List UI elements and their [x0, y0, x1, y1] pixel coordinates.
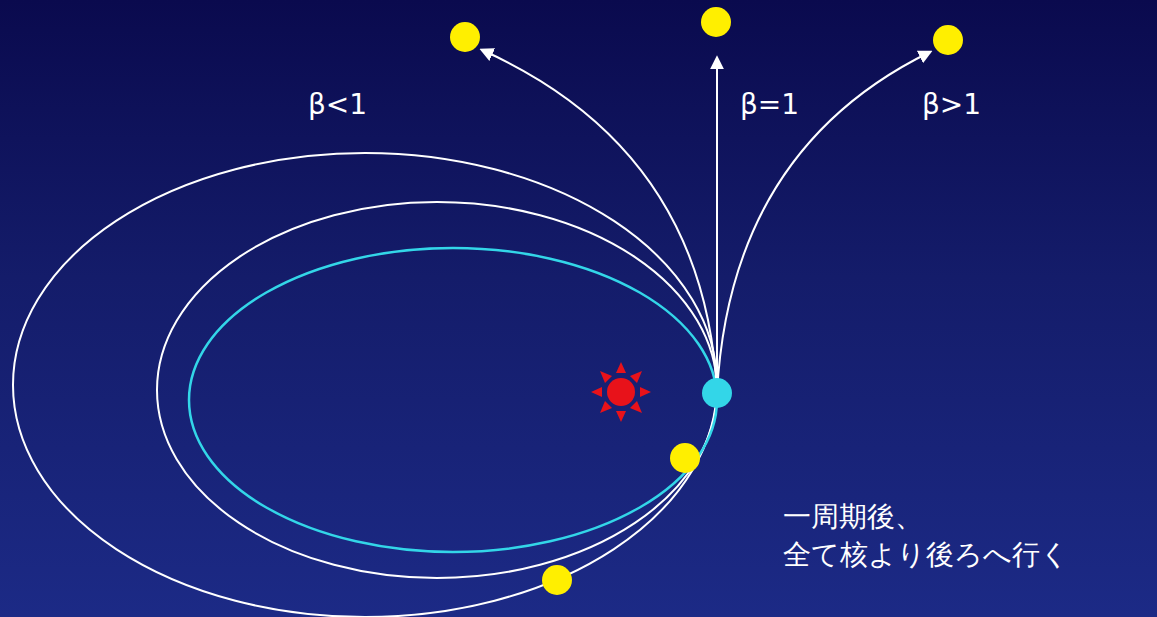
beta-label: β<1 — [308, 86, 367, 124]
sun-symbol — [591, 362, 651, 422]
trajectory-arrow — [482, 50, 717, 393]
note-text: 一周期後、 全て核より後ろへ行く — [783, 498, 1113, 574]
orbit-large — [13, 153, 717, 617]
trajectory-arrow — [717, 52, 930, 393]
nucleus-orbit — [189, 248, 717, 552]
comet-nucleus — [702, 378, 732, 408]
beta-label: β=1 — [740, 86, 799, 124]
orbit-medium — [157, 202, 717, 578]
trajectory-arrow — [716, 58, 718, 393]
beta-label: β>1 — [922, 86, 981, 124]
